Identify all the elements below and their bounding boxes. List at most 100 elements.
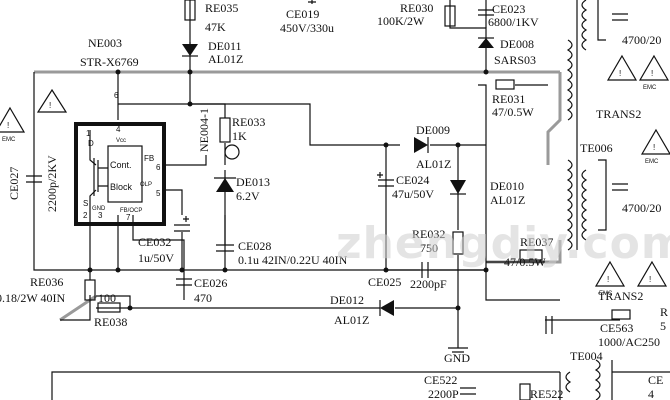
ce024-capacitor	[377, 172, 394, 187]
ce025-label: CE025	[368, 275, 401, 289]
ic-olp: OLP	[140, 182, 152, 188]
de008-label: DE008	[500, 37, 534, 51]
right-resistor-value: 5	[660, 319, 666, 333]
ce563-label: CE563	[600, 321, 633, 335]
wire-bottom-left	[51, 371, 560, 400]
ic-fb: FB	[144, 154, 154, 163]
ce-frag-label: CE	[648, 373, 663, 387]
re035-resistor	[184, 0, 196, 21]
ce-frag-value: 4	[648, 387, 654, 400]
re036-resistor	[84, 279, 96, 301]
cap-right-2: 4700/20	[622, 201, 661, 215]
de008-value: SARS03	[494, 53, 536, 67]
ce026-label: CE026	[194, 276, 227, 290]
ic-pin6b: 6	[156, 163, 161, 172]
ce032-capacitor	[174, 216, 190, 232]
re030-label: RE030	[400, 1, 433, 15]
ce025-capacitor	[421, 262, 429, 278]
svg-text:!: !	[649, 275, 651, 284]
ic-pin5: 5	[156, 189, 161, 198]
ne004-optocoupler	[224, 144, 240, 160]
warning-triangle-right-1: !	[606, 54, 638, 81]
ce024-label: CE024	[396, 173, 429, 187]
re036-label: RE036	[30, 275, 63, 289]
de009-diode	[414, 137, 428, 153]
ic-block-block: Block	[110, 182, 133, 192]
ce027-label: CE027	[7, 167, 21, 200]
re035-value: 47K	[205, 20, 226, 34]
ic-outline	[74, 122, 166, 226]
ce032-value: 1u/50V	[138, 251, 174, 265]
ce032-label: CE032	[138, 235, 171, 249]
de012-diode	[380, 300, 394, 316]
ce563-capacitor	[545, 316, 553, 334]
re522-resistor	[519, 383, 531, 400]
transformer-secondary-coil-1	[566, 159, 573, 251]
re037-resistor	[519, 249, 543, 261]
de011-value: AL01Z	[208, 52, 243, 66]
re522-label: RE522	[530, 387, 563, 400]
transformer-bracket-1	[597, 0, 607, 231]
ce019-label: CE019	[286, 7, 319, 21]
gray-wire-right-1	[546, 72, 562, 165]
warning-triangle-right-2: ! EMC	[638, 54, 670, 91]
svg-text:EMC: EMC	[2, 137, 16, 143]
ce028-label: CE028	[238, 239, 271, 253]
wire-ocp	[132, 215, 185, 270]
ic-gnd: GND	[92, 206, 106, 212]
te004-coil	[594, 359, 601, 400]
re037-value: 47/0.5W	[504, 255, 546, 269]
ce027-capacitor	[26, 175, 42, 183]
de012-value: AL01Z	[334, 313, 369, 327]
re032-resistor	[452, 231, 464, 255]
right-resistor	[611, 309, 631, 320]
te004-bracket	[611, 360, 670, 400]
ce019-mark	[308, 0, 316, 4]
re032-value: 750	[420, 241, 438, 255]
bottom-coil	[565, 371, 572, 393]
ic-vcc: Vcc	[116, 138, 126, 144]
wire-right-bottom	[485, 270, 560, 301]
watermark: zhengdiy.com	[336, 218, 670, 269]
de010-diode	[450, 180, 466, 194]
re033-resistor	[219, 117, 231, 143]
re032-label: RE032	[412, 227, 445, 241]
svg-text:EMC: EMC	[645, 159, 659, 165]
wire-fb	[165, 155, 207, 166]
svg-text:!: !	[607, 275, 609, 284]
transformer-coil-right-2	[581, 169, 588, 241]
ce028-value: 0.1u 42IN/0.22U 40IN	[238, 253, 348, 267]
ic-mosfet	[93, 158, 108, 196]
warning-triangle-right-4: ! EMC	[594, 260, 626, 297]
de011-diode	[182, 44, 198, 56]
ce025-value: 2200pF	[410, 277, 447, 291]
te006-label: TE006	[580, 141, 613, 155]
transformer-coil-right	[581, 0, 588, 51]
ce026-value: 470	[194, 291, 212, 305]
svg-text:EMC: EMC	[643, 85, 657, 91]
te004-label: TE004	[570, 349, 603, 363]
ce522-capacitor	[460, 387, 476, 395]
ic-control-block	[107, 145, 143, 203]
de013-zener	[216, 178, 234, 192]
wire-s	[89, 189, 97, 280]
de013-label: DE013	[236, 175, 270, 189]
trans2-label: TRANS2	[596, 107, 641, 121]
cap-right-2-plates	[612, 183, 628, 191]
trans2b-label: TRANS2	[598, 289, 643, 303]
cap-right-1-plates	[612, 13, 628, 21]
re031-label: RE031	[492, 92, 525, 106]
ic-ocp: FB/OCP	[120, 208, 142, 214]
ic-pin2: 2	[83, 211, 88, 220]
ground-symbol	[448, 347, 468, 353]
ce028-capacitor	[216, 244, 234, 252]
transformer-primary-coil	[566, 39, 573, 121]
re030-value: 100K/2W	[377, 14, 425, 28]
re036-value2: 100	[98, 291, 116, 305]
svg-text:!: !	[653, 143, 655, 152]
warning-triangle-right-3: ! EMC	[640, 128, 670, 165]
de013-value: 6.2V	[236, 189, 260, 203]
svg-text:!: !	[7, 121, 9, 130]
de008-diode	[478, 38, 494, 48]
ne004-label: NE004-1	[197, 108, 211, 152]
